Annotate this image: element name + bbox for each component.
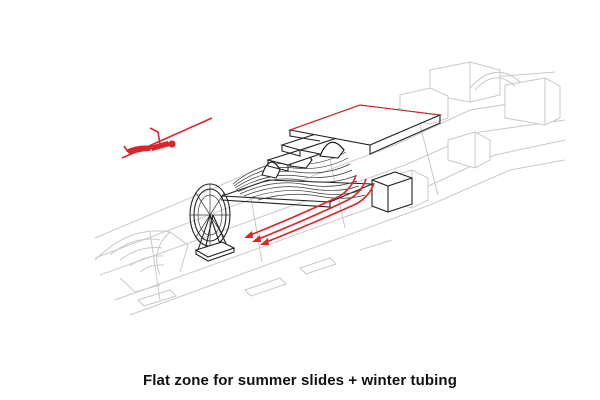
slide-building — [221, 104, 443, 213]
slide-path-arrows — [244, 174, 375, 245]
ferris-wheel-icon — [189, 183, 236, 262]
person-sliding-icon — [121, 117, 213, 159]
diagram-caption: Flat zone for summer slides + winter tub… — [143, 372, 457, 389]
isometric-site-diagram — [94, 61, 566, 316]
